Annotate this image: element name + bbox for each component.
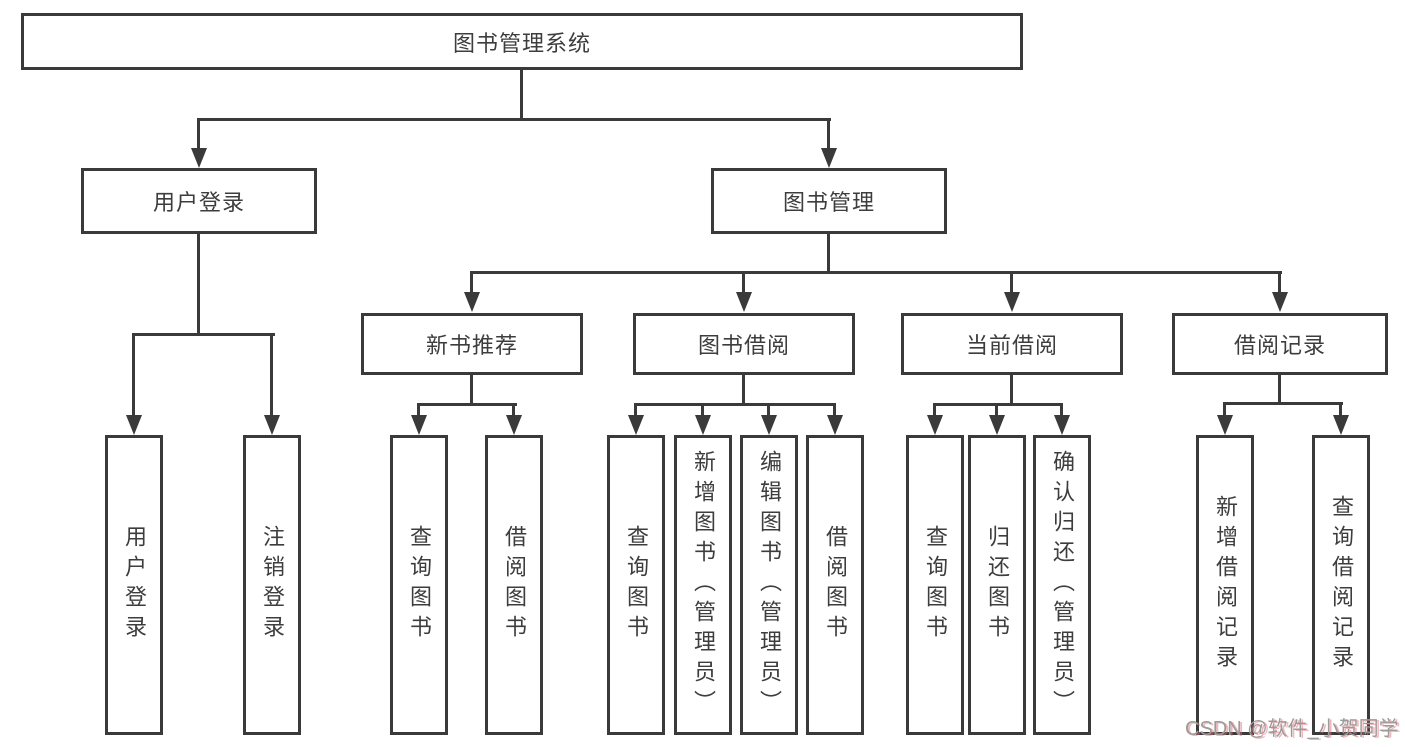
connector-segment bbox=[1010, 271, 1013, 294]
node-label: 新增借阅记录 bbox=[1213, 495, 1238, 675]
node-label: 注销登录 bbox=[260, 525, 285, 645]
node-current-borrowing: 当前借阅 bbox=[901, 313, 1123, 375]
leaf-add-borrow-record: 新增借阅记录 bbox=[1196, 435, 1254, 735]
connector-segment bbox=[417, 403, 517, 406]
node-label: 新增图书（管理员） bbox=[691, 450, 716, 720]
leaf-query-books-current: 查询图书 bbox=[906, 435, 964, 735]
arrow-down-icon bbox=[191, 148, 207, 168]
connector-segment bbox=[1223, 402, 1343, 405]
node-borrowing-records: 借阅记录 bbox=[1172, 313, 1388, 375]
node-label: 查询图书 bbox=[624, 525, 649, 645]
connector-segment bbox=[701, 403, 704, 417]
arrow-down-icon bbox=[827, 415, 843, 435]
connector-segment bbox=[833, 403, 836, 417]
connector-segment bbox=[512, 403, 515, 417]
connector-segment bbox=[1010, 374, 1013, 406]
leaf-query-books-borrowing: 查询图书 bbox=[607, 435, 665, 735]
connector-segment bbox=[742, 374, 745, 406]
connector-segment bbox=[742, 271, 745, 294]
connector-segment bbox=[1278, 271, 1281, 294]
node-label: 归还图书 bbox=[985, 525, 1010, 645]
node-label: 查询图书 bbox=[923, 525, 948, 645]
connector-segment bbox=[470, 374, 473, 406]
arrow-down-icon bbox=[736, 292, 752, 312]
leaf-borrow-books-recommend: 借阅图书 bbox=[485, 435, 543, 735]
node-label: 新书推荐 bbox=[425, 333, 518, 358]
leaf-return-books: 归还图书 bbox=[968, 435, 1026, 735]
connector-segment bbox=[197, 118, 200, 149]
leaf-user-login: 用户登录 bbox=[105, 435, 163, 735]
node-label: 图书借阅 bbox=[697, 333, 790, 358]
node-label: 图书管理系统 bbox=[452, 30, 591, 56]
connector-segment bbox=[827, 233, 830, 274]
arrow-down-icon bbox=[506, 415, 522, 435]
leaf-borrow-books-borrowing: 借阅图书 bbox=[806, 435, 864, 735]
arrow-down-icon bbox=[464, 292, 480, 312]
connector-segment bbox=[1060, 403, 1063, 417]
arrow-down-icon bbox=[927, 415, 943, 435]
leaf-query-books-recommend: 查询图书 bbox=[390, 435, 448, 735]
arrow-down-icon bbox=[821, 148, 837, 168]
connector-segment bbox=[197, 233, 200, 336]
arrow-down-icon bbox=[126, 415, 142, 435]
node-label: 图书管理 bbox=[782, 190, 875, 215]
arrow-down-icon bbox=[761, 415, 777, 435]
arrow-down-icon bbox=[1217, 415, 1233, 435]
connector-segment bbox=[197, 118, 831, 121]
connector-segment bbox=[1278, 374, 1281, 405]
node-book-management: 图书管理 bbox=[711, 168, 947, 234]
connector-segment bbox=[767, 403, 770, 417]
node-label: 借阅记录 bbox=[1233, 333, 1326, 358]
node-label: 确认归还（管理员） bbox=[1050, 450, 1075, 720]
connector-segment bbox=[827, 118, 830, 149]
connector-segment bbox=[1339, 402, 1342, 417]
leaf-add-books-admin: 新增图书（管理员） bbox=[674, 435, 732, 735]
connector-segment bbox=[995, 403, 998, 417]
arrow-down-icon bbox=[989, 415, 1005, 435]
leaf-query-borrow-record: 查询借阅记录 bbox=[1312, 435, 1370, 735]
node-label: 借阅图书 bbox=[502, 525, 527, 645]
connector-segment bbox=[132, 333, 135, 417]
arrow-down-icon bbox=[1272, 292, 1288, 312]
watermark: CSDN @软件_小贺同学 bbox=[1185, 718, 1399, 740]
arrow-down-icon bbox=[1333, 415, 1349, 435]
node-label: 当前借阅 bbox=[965, 333, 1058, 358]
connector-segment bbox=[470, 271, 473, 294]
node-label: 用户登录 bbox=[122, 525, 147, 645]
node-label: 借阅图书 bbox=[823, 525, 848, 645]
connector-segment bbox=[417, 403, 420, 417]
node-label: 查询图书 bbox=[407, 525, 432, 645]
node-label: 查询借阅记录 bbox=[1329, 495, 1354, 675]
node-book-borrowing: 图书借阅 bbox=[633, 313, 855, 375]
node-label: 用户登录 bbox=[152, 190, 245, 215]
connector-segment bbox=[634, 403, 637, 417]
leaf-logout: 注销登录 bbox=[243, 435, 301, 735]
node-root-library-management-system: 图书管理系统 bbox=[21, 13, 1023, 70]
connector-segment bbox=[132, 333, 275, 336]
node-label: 编辑图书（管理员） bbox=[757, 450, 782, 720]
leaf-confirm-return-admin: 确认归还（管理员） bbox=[1033, 435, 1091, 735]
arrow-down-icon bbox=[411, 415, 427, 435]
arrow-down-icon bbox=[695, 415, 711, 435]
leaf-edit-books-admin: 编辑图书（管理员） bbox=[740, 435, 798, 735]
node-user-login: 用户登录 bbox=[81, 168, 317, 234]
connector-segment bbox=[470, 271, 1282, 274]
connector-segment bbox=[520, 69, 523, 120]
arrow-down-icon bbox=[264, 415, 280, 435]
arrow-down-icon bbox=[1054, 415, 1070, 435]
connector-segment bbox=[933, 403, 936, 417]
node-new-book-recommendation: 新书推荐 bbox=[361, 313, 583, 375]
arrow-down-icon bbox=[628, 415, 644, 435]
connector-segment bbox=[634, 403, 836, 406]
connector-segment bbox=[933, 403, 1063, 406]
connector-segment bbox=[270, 333, 273, 417]
connector-segment bbox=[1223, 402, 1226, 417]
arrow-down-icon bbox=[1004, 292, 1020, 312]
